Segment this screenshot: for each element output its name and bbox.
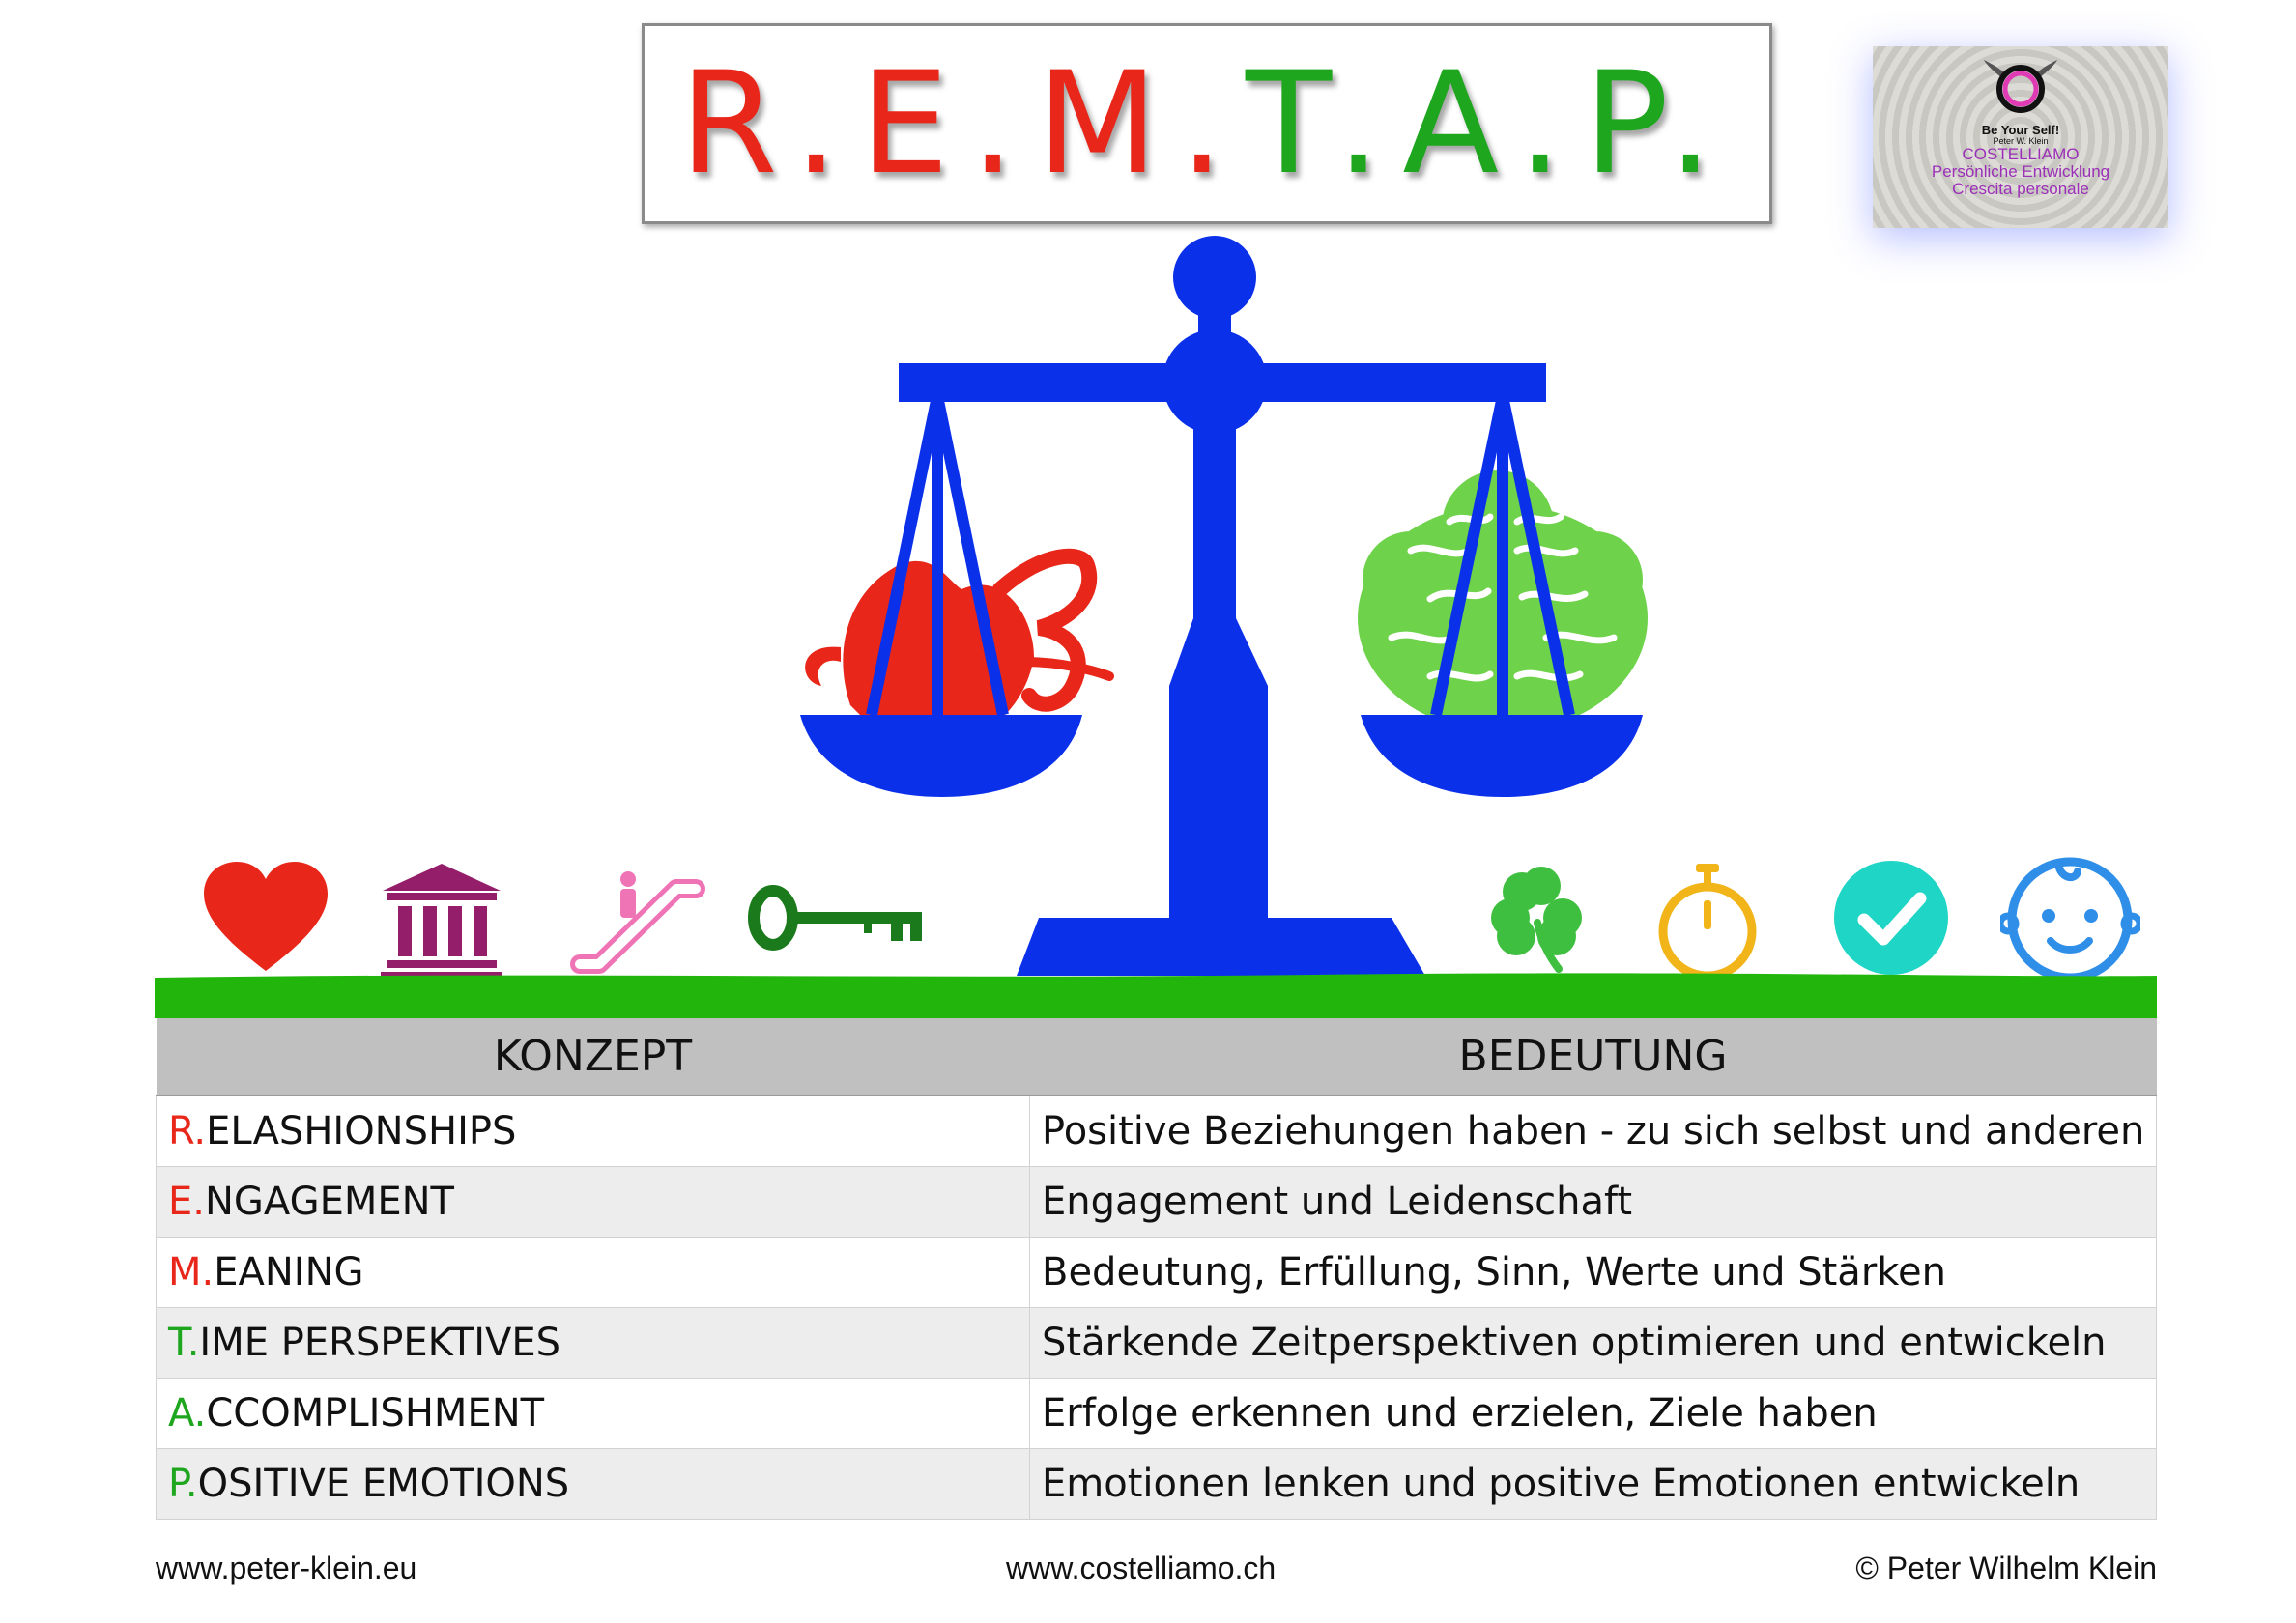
meaning-cell: Emotionen lenken und positive Emotionen … (1029, 1448, 2157, 1520)
footer-copyright: © Peter Wilhelm Klein (1855, 1551, 2157, 1585)
concept-cell: P.OSITIVE EMOTIONS (156, 1448, 1030, 1520)
meaning-cell: Bedeutung, Erfüllung, Sinn, Werte und St… (1029, 1237, 2157, 1308)
angel-wings-ring-icon (1984, 60, 2057, 113)
footer-website-center[interactable]: www.costelliamo.ch (1006, 1551, 1277, 1585)
meaning-cell: Stärkende Zeitperspektiven optimieren un… (1029, 1307, 2157, 1379)
escalator-icon (570, 871, 705, 974)
checkmark-icon (1834, 861, 1948, 975)
concept-text: EANING (214, 1250, 364, 1295)
logo-brand: COSTELLIAMO (1962, 145, 2080, 164)
remtap-table: KONZEPT BEDEUTUNG R.ELASHIONSHIPS Positi… (156, 1018, 2157, 1520)
meaning-cell: Positive Beziehungen haben - zu sich sel… (1029, 1095, 2157, 1167)
concept-cell: A.CCOMPLISHMENT (156, 1378, 1030, 1449)
table-row: A.CCOMPLISHMENT Erfolge erkennen und erz… (156, 1378, 2157, 1449)
concept-prefix: R. (168, 1109, 207, 1153)
concept-text: NGAGEMENT (205, 1180, 454, 1224)
museum-icon (381, 864, 502, 980)
concept-text: IME PERSPEKTIVES (199, 1321, 561, 1365)
logo-slogan: Be Your Self! (1981, 123, 2060, 137)
meaning-cell: Engagement und Leidenschaft (1029, 1166, 2157, 1238)
concept-prefix: E. (168, 1180, 205, 1224)
logo-tagline-de: Persönliche Entwicklung (1931, 161, 2110, 181)
table-row: M.EANING Bedeutung, Erfüllung, Sinn, Wer… (156, 1237, 2157, 1308)
header-konzept: KONZEPT (156, 1018, 1030, 1096)
baby-face-icon (2000, 857, 2140, 982)
table-row: P.OSITIVE EMOTIONS Emotionen lenken und … (156, 1448, 2157, 1520)
page-title: R. E. M. T. A. P. (645, 26, 1769, 221)
title-letter-r: R. (679, 42, 860, 206)
heart-icon (204, 862, 328, 971)
table-row: E.NGAGEMENT Engagement und Leidenschaft (156, 1166, 2157, 1238)
ground-strip (155, 973, 2157, 1018)
meaning-cell: Erfolge erkennen und erzielen, Ziele hab… (1029, 1378, 2157, 1449)
logo-author: Peter W. Klein (1993, 135, 2049, 146)
balance-scale-illustration (800, 236, 1648, 976)
concept-prefix: T. (168, 1321, 200, 1365)
costelliamo-logo: Be Your Self! Peter W. Klein COSTELLIAMO… (1873, 46, 2168, 228)
heart-organ-icon (805, 548, 1114, 715)
concept-cell: T.IME PERSPEKTIVES (156, 1307, 1030, 1379)
footer-website-left[interactable]: www.peter-klein.eu (156, 1551, 417, 1585)
logo-tagline-it: Crescita personale (1952, 179, 2089, 198)
title-box: R. E. M. T. A. P. (642, 23, 1772, 224)
shamrock-icon (1491, 867, 1582, 973)
title-letter-a: A. (1402, 42, 1584, 206)
title-letter-e: E. (859, 42, 1037, 206)
concept-cell: E.NGAGEMENT (156, 1166, 1030, 1238)
header-bedeutung: BEDEUTUNG (1029, 1018, 2157, 1096)
title-letter-t: T. (1246, 42, 1403, 206)
concept-prefix: P. (168, 1462, 198, 1506)
table-row: T.IME PERSPEKTIVES Stärkende Zeitperspek… (156, 1307, 2157, 1379)
title-letter-p: P. (1584, 42, 1735, 206)
concept-cell: R.ELASHIONSHIPS (156, 1095, 1030, 1167)
table-row: R.ELASHIONSHIPS Positive Beziehungen hab… (156, 1095, 2157, 1167)
title-letter-m: M. (1036, 42, 1246, 206)
concept-text: ELASHIONSHIPS (206, 1109, 517, 1153)
concept-prefix: A. (168, 1391, 207, 1436)
stopwatch-icon (1658, 864, 1757, 981)
concept-cell: M.EANING (156, 1237, 1030, 1308)
key-icon (748, 885, 922, 951)
table-header-row: KONZEPT BEDEUTUNG (156, 1018, 2157, 1096)
concept-text: CCOMPLISHMENT (206, 1391, 545, 1436)
concept-prefix: M. (168, 1250, 215, 1295)
concept-text: OSITIVE EMOTIONS (197, 1462, 570, 1506)
